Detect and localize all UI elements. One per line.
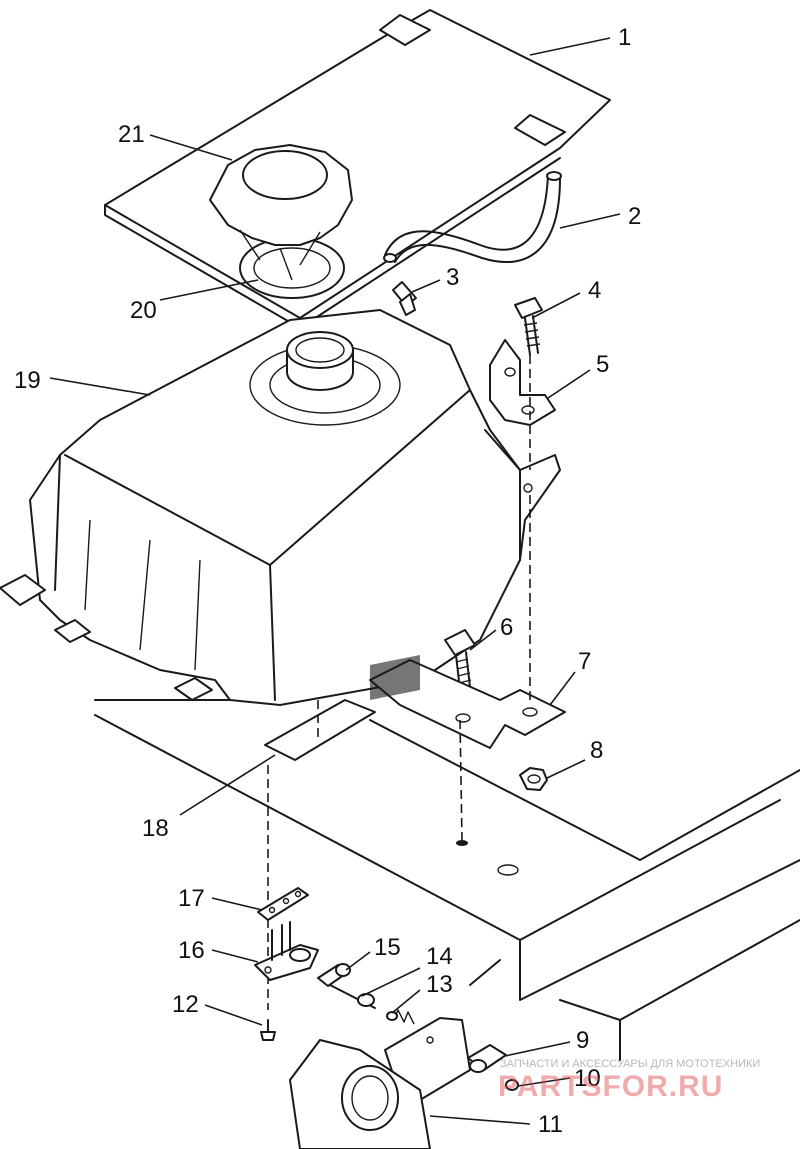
bolt-upper — [514, 297, 543, 356]
callout-6: 6 — [500, 614, 513, 641]
fuel-cap — [209, 144, 353, 299]
vent-fitting — [392, 281, 417, 316]
vent-hose — [383, 171, 562, 263]
callout-8: 8 — [590, 737, 603, 764]
screw — [260, 1019, 276, 1041]
callout-4: 4 — [588, 277, 601, 304]
callout-7: 7 — [578, 648, 591, 675]
frame-rails — [94, 699, 800, 1061]
callout-13: 13 — [426, 971, 453, 998]
callout-21: 21 — [118, 121, 145, 148]
lower-bracket — [369, 655, 566, 749]
callout-20: 20 — [130, 297, 157, 324]
seat-mounting-plate — [104, 9, 611, 329]
callout-18: 18 — [142, 815, 169, 842]
callout-11: 11 — [538, 1111, 563, 1138]
bolt-lower — [444, 629, 476, 691]
air-intake-boot — [289, 1039, 431, 1149]
leader-lines — [49, 37, 621, 1125]
callout-1: 1 — [618, 24, 631, 51]
fuel-valve — [254, 921, 319, 981]
callout-5: 5 — [596, 351, 609, 378]
callout-19: 19 — [14, 367, 41, 394]
callout-2: 2 — [628, 203, 641, 230]
callout-3: 3 — [446, 264, 459, 291]
callout-15: 15 — [374, 934, 401, 961]
watermark: ЗАПЧАСТИ И АКСЕССУАРЫ ДЛЯ МОТОТЕХНИКИ PA… — [498, 1058, 760, 1103]
callout-17: 17 — [178, 885, 205, 912]
nut — [519, 767, 548, 791]
watermark-brand: PARTSFOR.RU — [498, 1070, 723, 1103]
spring — [386, 1009, 415, 1025]
watermark-tagline: ЗАПЧАСТИ И АКСЕССУАРЫ ДЛЯ МОТОТЕХНИКИ — [500, 1058, 760, 1070]
callout-10: 10 — [574, 1065, 601, 1092]
tank-pad — [264, 699, 376, 761]
callout-16: 16 — [178, 937, 205, 964]
callout-9: 9 — [576, 1027, 589, 1054]
callout-14: 14 — [426, 943, 453, 970]
callout-12: 12 — [172, 991, 199, 1018]
callout-labels: 1 2 3 4 5 6 7 8 9 10 11 12 13 14 15 16 1… — [14, 24, 641, 1138]
washer — [505, 1079, 519, 1091]
fuel-tank — [0, 309, 561, 706]
upper-bracket — [489, 339, 556, 426]
fuel-valve-plate — [257, 887, 309, 921]
